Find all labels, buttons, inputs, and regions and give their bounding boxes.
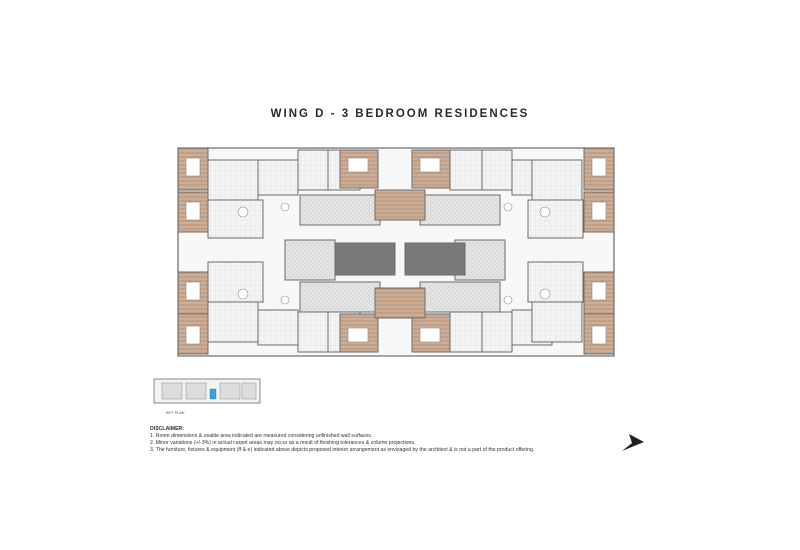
disclaimer-item: 1. Room dimensions & usable area indicat… <box>150 433 373 439</box>
disclaimer-item: 2. Minor variations (+/-3%) in actual ca… <box>150 440 416 446</box>
north-arrow-icon <box>622 434 644 451</box>
key-plan <box>153 378 261 404</box>
furniture <box>185 157 607 345</box>
disclaimer-block: DISCLAIMER: 1. Room dimensions & usable … <box>150 426 620 454</box>
disclaimer-item: 3. The furniture, fixtures & equipment (… <box>150 447 535 453</box>
key-plan-label: KEY PLAN <box>166 411 185 415</box>
disclaimer-heading: DISCLAIMER: <box>150 426 185 432</box>
plan-title: WING D - 3 BEDROOM RESIDENCES <box>270 108 530 120</box>
central-core <box>284 189 506 319</box>
unit-bottom-right <box>411 261 615 355</box>
